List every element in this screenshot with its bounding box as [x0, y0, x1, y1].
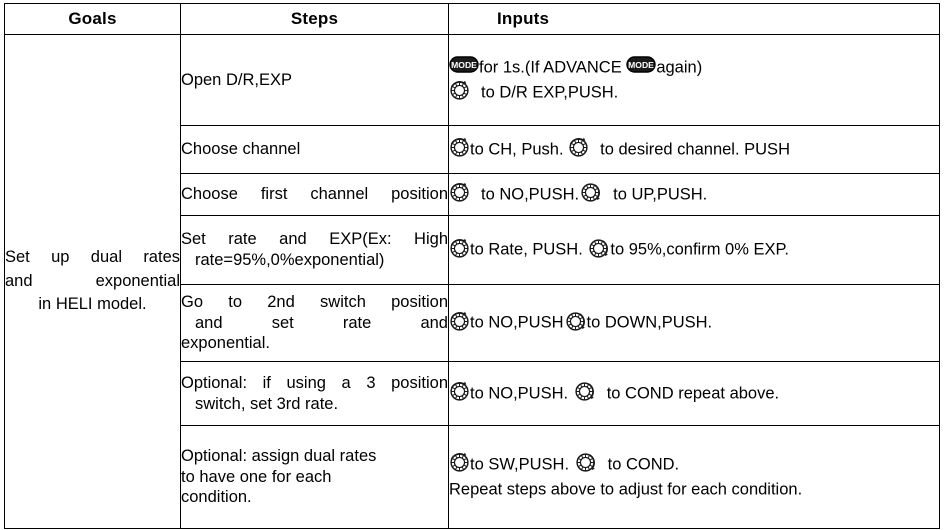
goal-text-line: Set up dual rates	[5, 247, 180, 266]
rotary-dial-icon	[449, 238, 470, 259]
input-cell: to CH, Push. to desired channel. PUSH	[448, 125, 940, 174]
column-header-steps: Steps	[180, 3, 449, 35]
step-cell: Choose channel	[180, 125, 449, 174]
input-text: to COND.	[607, 455, 680, 474]
input-text: for 1s.(If ADVANCE	[479, 58, 627, 77]
rotary-dial-rotate-icon	[564, 311, 587, 332]
rotary-dial-rotate-icon	[587, 238, 610, 259]
input-cell: to NO,PUSH. to COND repeat above.	[448, 361, 940, 426]
input-cell: to Rate, PUSH. to 95%,confirm 0% EXP.	[448, 215, 940, 285]
svg-text:MODE: MODE	[628, 60, 654, 70]
input-text: to UP,PUSH.	[613, 185, 708, 204]
input-text-line: Repeat steps above to adjust for each co…	[449, 477, 939, 502]
step-text-line: exponential.	[181, 334, 270, 353]
table-row: Set rate and EXP(Ex: High rate=95%,0%expo…	[5, 215, 940, 285]
step-cell: Choose first channel position	[180, 173, 449, 216]
input-cell: to SW,PUSH. to COND. Repeat steps above t…	[448, 425, 940, 529]
input-text-line: to SW,PUSH. to COND.	[449, 452, 939, 477]
step-text-line: condition.	[181, 488, 252, 507]
step-text-line: Open D/R,EXP	[181, 70, 292, 89]
rotary-dial-icon	[449, 182, 470, 203]
rotary-dial-rotate-icon	[574, 452, 597, 473]
input-text: to CH, Push.	[470, 140, 569, 159]
input-text-line: to NO,PUSH. to UP,PUSH.	[449, 182, 939, 207]
mode-button-icon: MODE	[449, 56, 479, 73]
rotary-dial-icon	[449, 137, 470, 158]
input-text: again)	[656, 58, 703, 77]
step-text-line: Choose channel	[181, 140, 301, 159]
input-text-line: to NO,PUSH to DOWN,PUSH.	[449, 310, 939, 335]
goal-text-line: and exponential	[5, 271, 180, 290]
rotary-dial-icon	[449, 311, 470, 332]
column-header-inputs: Inputs	[448, 3, 940, 35]
step-text-line: Choose first channel position	[181, 185, 448, 204]
rotary-dial-icon	[568, 137, 589, 158]
input-text: to NO,PUSH	[470, 313, 564, 332]
step-text-line: Optional: assign dual rates	[181, 447, 377, 466]
procedure-table: Goals Steps Inputs Set up dual rates and …	[4, 3, 940, 529]
step-text-line: Set rate and EXP(Ex: High	[181, 230, 448, 249]
step-text-line: to have one for each	[181, 467, 332, 486]
table-row: Optional: if using a 3 position switch, s…	[5, 361, 940, 426]
input-text: to NO,PUSH.	[470, 384, 573, 403]
input-text: to D/R EXP,PUSH.	[481, 83, 619, 102]
header-row: Goals Steps Inputs	[4, 3, 940, 35]
input-cell: to NO,PUSH. to UP,PUSH.	[448, 173, 940, 216]
input-cell: to NO,PUSH to DOWN,PUSH.	[448, 284, 940, 362]
rotary-dial-icon	[449, 452, 470, 473]
column-header-goals: Goals	[4, 3, 181, 35]
rotary-dial-icon	[449, 381, 470, 402]
step-text-line: switch, set 3rd rate.	[195, 394, 339, 413]
goal-cell: Set up dual rates and exponential in HELI …	[4, 34, 181, 529]
input-text: to NO,PUSH.	[481, 185, 580, 204]
table-row: Set up dual rates and exponential in HELI …	[4, 34, 940, 529]
step-text-line: Optional: if using a 3 position	[181, 373, 448, 392]
rotary-dial-icon	[449, 80, 470, 101]
input-text: to COND repeat above.	[606, 384, 780, 403]
step-cell: Set rate and EXP(Ex: High rate=95%,0%expo…	[180, 215, 449, 285]
mode-button-icon: MODE	[626, 56, 657, 73]
step-cell: Open D/R,EXP	[180, 34, 449, 126]
goal-text-line: in HELI model.	[38, 295, 147, 314]
step-text-line: Go to 2nd switch position	[181, 293, 448, 312]
input-text: to Rate, PUSH.	[470, 240, 588, 259]
table-header: Goals Steps Inputs	[4, 3, 940, 35]
rotary-dial-rotate-icon	[579, 182, 602, 203]
input-text-line: to D/R EXP,PUSH.	[449, 80, 939, 105]
input-text-line: to NO,PUSH. to COND repeat above.	[449, 381, 939, 406]
input-text: to SW,PUSH.	[470, 455, 574, 474]
input-text-line: to Rate, PUSH. to 95%,confirm 0% EXP.	[449, 237, 939, 262]
input-text: to desired channel. PUSH	[600, 140, 790, 159]
input-text: Repeat steps above to adjust for each co…	[449, 480, 803, 499]
step-text-line: and set rate and	[195, 313, 448, 332]
step-cell: Optional: if using a 3 position switch, s…	[180, 361, 449, 426]
input-text: to 95%,confirm 0% EXP.	[610, 240, 789, 259]
input-text-line: to CH, Push. to desired channel. PUSH	[449, 137, 939, 162]
input-text: to DOWN,PUSH.	[586, 313, 713, 332]
step-text-line: rate=95%,0%exponential)	[195, 251, 385, 269]
table-row: Choose channel to CH, Push. to desired ch…	[5, 125, 940, 174]
svg-text:MODE: MODE	[451, 60, 477, 70]
table-body: Set up dual rates and exponential in HELI …	[4, 34, 940, 529]
rotary-dial-rotate-icon	[573, 381, 596, 402]
